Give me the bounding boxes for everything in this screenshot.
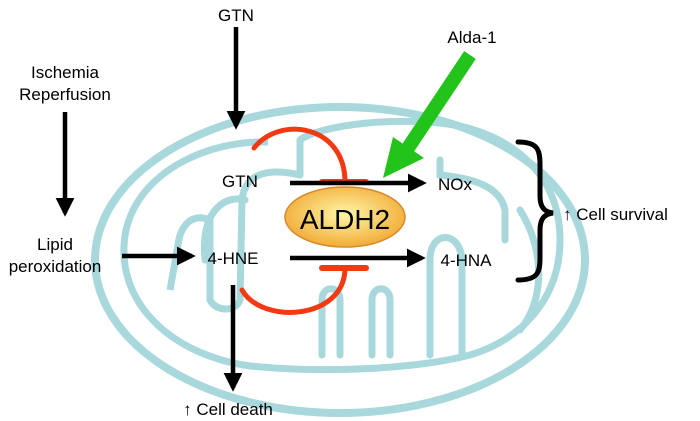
- survival-brace: [515, 139, 554, 283]
- aldh2-enzyme: [284, 186, 406, 248]
- outer-membrane: [91, 103, 589, 417]
- crista-4: [426, 234, 466, 359]
- hna-label: 4-HNA: [440, 251, 492, 270]
- crista-1: [200, 195, 249, 264]
- inner-membrane: [120, 117, 564, 374]
- hne-inhibits-aldh2: [239, 265, 369, 315]
- peroxidation-label: peroxidation: [9, 257, 102, 276]
- hne-label: 4-HNE: [207, 249, 258, 268]
- lipid-label: Lipid: [37, 235, 73, 254]
- alda1-label: Alda-1: [447, 28, 496, 47]
- aldh2-label: ALDH2: [300, 204, 390, 235]
- cell-survival-label: ↑ Cell survival: [563, 205, 668, 224]
- mitochondrion: [91, 103, 589, 417]
- reperfusion-label: Reperfusion: [19, 85, 111, 104]
- crista-2: [318, 285, 344, 359]
- cell-death-label: ↑ Cell death: [183, 400, 273, 419]
- black-arrows: [55, 27, 427, 392]
- ischemia-label: Ischemia: [31, 63, 100, 82]
- nox-label: NOx: [438, 175, 473, 194]
- crista-3: [368, 285, 394, 359]
- gtn-inner-label: GTN: [222, 172, 258, 191]
- alda1-activation-arrow: [383, 51, 476, 178]
- crista-6: [436, 156, 509, 244]
- gtn-top-label: GTN: [218, 6, 254, 25]
